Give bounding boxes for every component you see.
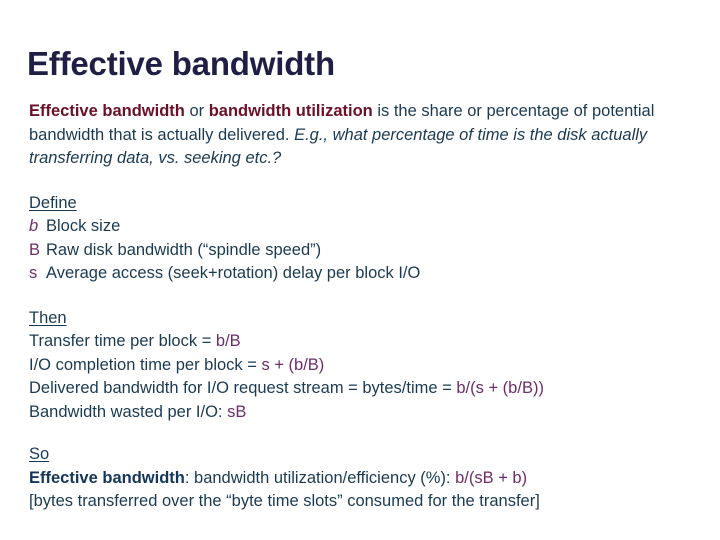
intro-definition-text: is the share or percentage of potential …: [29, 102, 655, 144]
then-line-io-completion-formula: s + (b/B): [261, 355, 325, 374]
then-line-io-completion-label: I/O completion time per block =: [29, 355, 262, 374]
so-heading: So: [29, 445, 50, 463]
then-line-bandwidth-wasted-label: Bandwidth wasted per I/O:: [29, 402, 228, 421]
intro-term-bandwidth-utilization: bandwidth utilization: [208, 102, 373, 120]
define-item-b: b Block size: [29, 215, 699, 239]
then-line-bandwidth-wasted: Bandwidth wasted per I/O: sB: [29, 401, 699, 425]
intro-conjunction: or: [184, 102, 209, 120]
so-line-definition-text: : bandwidth utilization/efficiency (%):: [184, 468, 456, 487]
then-line-delivered-bandwidth-formula: b/(s + (b/B)): [456, 379, 544, 397]
then-line-delivered-bandwidth-label: Delivered bandwidth for I/O request stre…: [29, 379, 457, 397]
define-block: Define b Block size B Raw disk bandwidth (…: [29, 192, 699, 286]
then-line-io-completion: I/O completion time per block = s + (b/B…: [29, 354, 699, 378]
then-line-transfer-time-label: Transfer time per block =: [29, 332, 216, 350]
intro-term-effective-bandwidth: Effective bandwidth: [29, 102, 185, 120]
page-title: Effective bandwidth: [27, 45, 335, 82]
define-item-b-text: Block size: [46, 217, 121, 235]
then-line-transfer-time: Transfer time per block = b/B: [29, 330, 699, 354]
variable-B-capital: B: [29, 240, 41, 259]
so-term-effective-bandwidth: Effective bandwidth: [29, 468, 185, 487]
define-item-B-text: Raw disk bandwidth (“spindle speed”): [46, 240, 322, 259]
so-block: So Effective bandwidth: bandwidth utiliz…: [29, 443, 699, 514]
so-line-effective-bandwidth: Effective bandwidth: bandwidth utilizati…: [29, 467, 699, 491]
slide-body: Effective bandwidth or bandwidth utiliza…: [29, 100, 699, 514]
define-item-B: B Raw disk bandwidth (“spindle speed”): [29, 239, 699, 263]
intro-paragraph: Effective bandwidth or bandwidth utiliza…: [29, 100, 699, 171]
spacer-after-then: [29, 424, 699, 443]
variable-b: b: [29, 217, 39, 235]
spacer-after-intro: [29, 171, 699, 192]
define-heading: Define: [29, 193, 77, 212]
then-line-delivered-bandwidth: Delivered bandwidth for I/O request stre…: [29, 377, 699, 401]
intro-example-text: E.g., what percentage of time is the dis…: [29, 125, 648, 168]
so-line-bracket-note: [bytes transferred over the “byte time s…: [29, 492, 540, 510]
then-line-bandwidth-wasted-formula: sB: [227, 402, 247, 421]
then-block: Then Transfer time per block = b/B I/O c…: [29, 307, 699, 425]
spacer-after-define: [29, 286, 699, 307]
define-item-s: s Average access (seek+rotation) delay pe…: [29, 262, 699, 286]
then-heading: Then: [29, 308, 67, 327]
variable-s: s: [29, 264, 38, 282]
so-line-formula: b/(sB + b): [455, 468, 528, 487]
then-line-transfer-time-formula: b/B: [215, 332, 241, 350]
define-item-s-text: Average access (seek+rotation) delay per…: [46, 264, 421, 282]
